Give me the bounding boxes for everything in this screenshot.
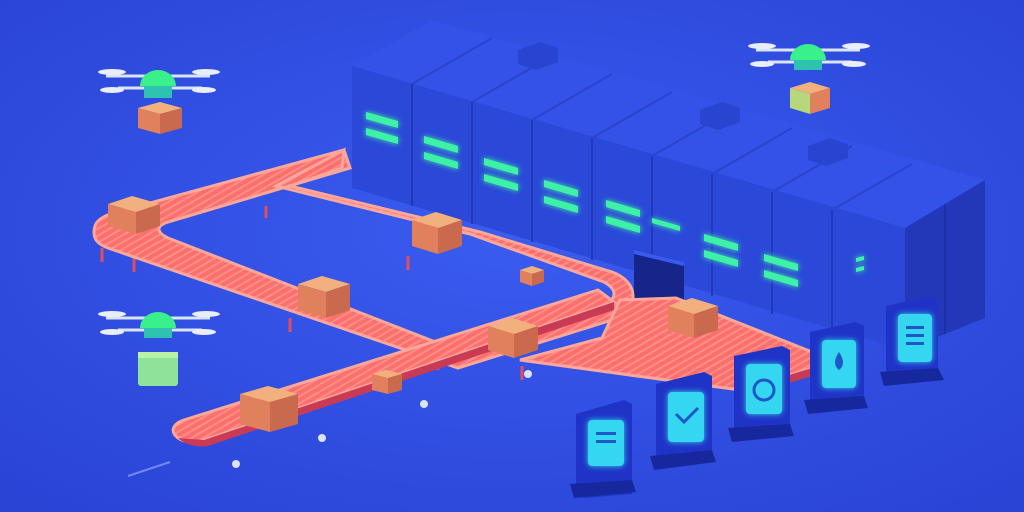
refresh-icon bbox=[746, 364, 782, 414]
package bbox=[108, 196, 160, 234]
package bbox=[240, 386, 298, 432]
warehouse-roof bbox=[352, 20, 985, 228]
drone bbox=[98, 311, 220, 386]
warehouse bbox=[352, 20, 985, 350]
conveyor-wheels bbox=[232, 370, 532, 468]
kiosk bbox=[650, 372, 716, 470]
roof-vents bbox=[518, 42, 848, 166]
kiosk bbox=[728, 346, 794, 442]
drone-dome-icon bbox=[140, 312, 176, 328]
packages bbox=[108, 196, 718, 432]
drone-dome-icon bbox=[790, 44, 826, 60]
conveyor-belt-loop bbox=[92, 147, 635, 370]
light-streak bbox=[127, 461, 171, 477]
drone-dome-icon bbox=[140, 70, 176, 86]
kiosk-row bbox=[570, 296, 944, 498]
kiosk bbox=[570, 400, 636, 498]
kiosk bbox=[804, 322, 868, 414]
kiosk bbox=[880, 296, 944, 386]
loading-door bbox=[634, 250, 684, 310]
roof-seams bbox=[411, 37, 913, 211]
package bbox=[298, 276, 350, 318]
warehouse-windows bbox=[366, 112, 864, 287]
drone bbox=[748, 43, 870, 114]
package-check-icon bbox=[668, 392, 704, 442]
package bbox=[488, 318, 538, 358]
drone bbox=[98, 69, 220, 134]
document-icon bbox=[898, 314, 932, 362]
package bbox=[520, 266, 544, 286]
package bbox=[412, 212, 462, 254]
package bbox=[668, 298, 718, 338]
package bbox=[372, 370, 402, 394]
